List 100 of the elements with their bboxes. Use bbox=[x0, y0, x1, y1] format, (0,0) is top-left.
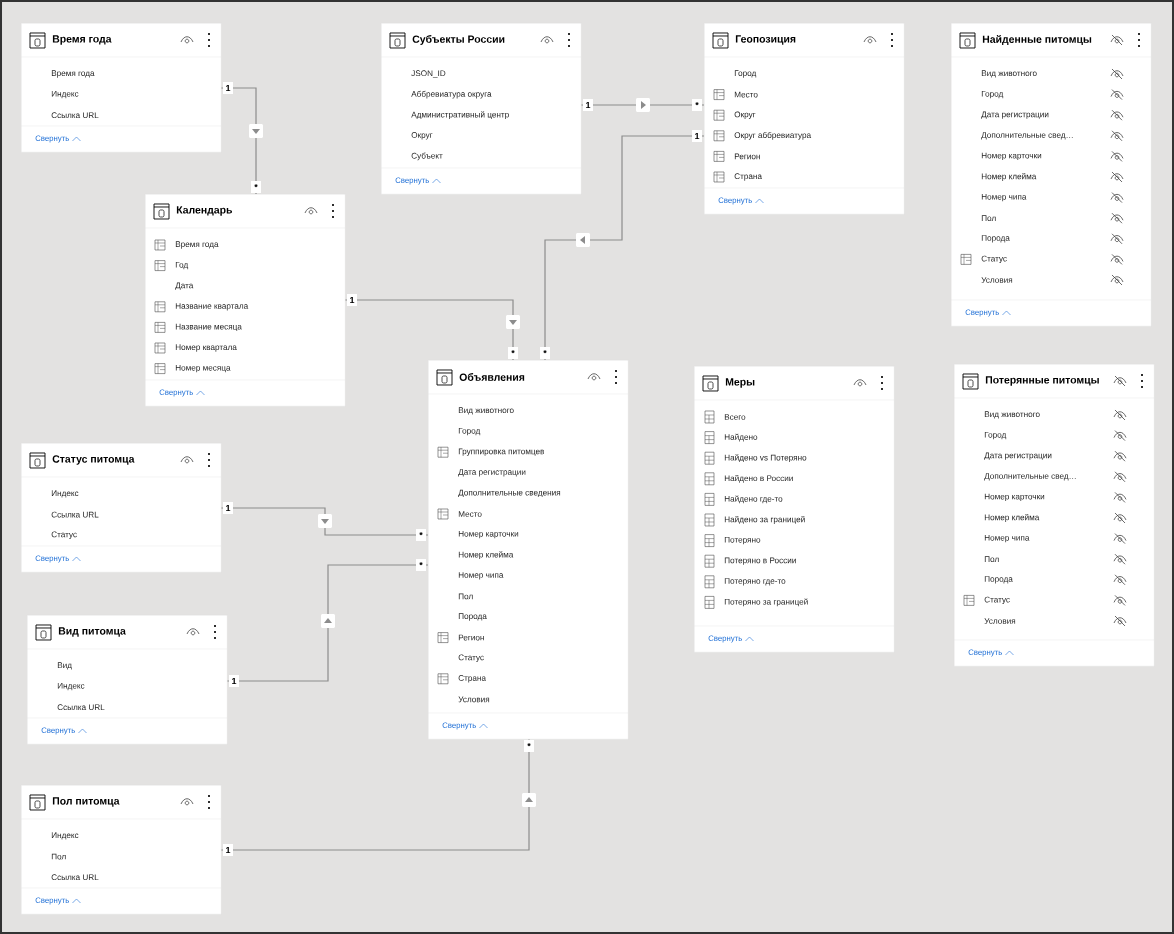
field-name: Условия bbox=[984, 618, 1016, 624]
field-name: Порода bbox=[984, 576, 1013, 584]
field-name: Город bbox=[984, 431, 1007, 440]
table-title: Вид питомца bbox=[58, 627, 126, 637]
field-name: Номер чипа bbox=[984, 534, 1030, 543]
field-name: Дополнительные сведения bbox=[458, 489, 561, 497]
field-name: Порода bbox=[981, 235, 1010, 243]
field-name: Год bbox=[175, 261, 189, 270]
field-name: Дата bbox=[175, 282, 194, 290]
field-name: Дополнительные свед… bbox=[984, 473, 1076, 481]
table-card bbox=[427, 360, 629, 740]
field-name: Найдено где-то bbox=[724, 495, 783, 504]
field-name: Время года bbox=[175, 241, 219, 249]
cardinality-label: 1 bbox=[347, 294, 357, 306]
table-card bbox=[703, 23, 905, 215]
field-name: Вид bbox=[57, 662, 72, 670]
field-name: Город bbox=[981, 90, 1004, 99]
cardinality-label: * bbox=[508, 347, 518, 359]
field-name: Страна bbox=[734, 173, 762, 181]
field-name: Статус bbox=[51, 531, 77, 539]
table-title: Меры bbox=[725, 378, 755, 388]
cardinality-label: * bbox=[540, 347, 550, 359]
table-card bbox=[693, 366, 895, 653]
table-title: Субъекты России bbox=[412, 35, 505, 45]
field-name: Вид животного bbox=[981, 70, 1037, 78]
field-name: Субъект bbox=[411, 152, 443, 161]
field-name: Номер клейма bbox=[984, 514, 1040, 522]
field-name: Номер чипа bbox=[981, 193, 1027, 202]
field-name: Найдено vs Потеряно bbox=[724, 454, 807, 463]
relationship-line bbox=[220, 507, 429, 536]
field-name: Статус bbox=[458, 654, 484, 662]
table-card bbox=[950, 23, 1152, 327]
field-name: Индекс bbox=[51, 490, 79, 498]
table-card bbox=[144, 194, 346, 407]
field-name: Город bbox=[458, 427, 481, 436]
field-name: Номер квартала bbox=[175, 344, 237, 352]
field-name: Индекс bbox=[51, 90, 79, 99]
field-name: Дата регистрации bbox=[984, 452, 1052, 460]
field-name: Порода bbox=[458, 613, 487, 621]
field-name: Номер карточки bbox=[458, 530, 519, 539]
field-name: Потеряно за границей bbox=[724, 598, 808, 607]
field-name: Дата регистрации bbox=[458, 469, 526, 477]
field-name: Ссылка URL bbox=[51, 511, 99, 518]
field-name: Найдено bbox=[724, 433, 758, 442]
relationship-line bbox=[226, 564, 429, 682]
table-title: Потерянные питомцы bbox=[985, 376, 1099, 386]
field-name: Всего bbox=[724, 414, 746, 420]
table-title: Геопозиция bbox=[735, 35, 796, 45]
table-card bbox=[953, 364, 1155, 667]
table-card bbox=[20, 785, 222, 915]
field-name: Ссылка URL bbox=[51, 874, 99, 881]
field-name: Округ bbox=[734, 111, 756, 119]
table-title: Объявления bbox=[459, 373, 525, 381]
field-name: Группировка питомцев bbox=[458, 448, 545, 456]
relationship-line bbox=[220, 87, 263, 195]
cardinality-label: * bbox=[524, 740, 534, 752]
field-name: Административный центр bbox=[411, 111, 509, 120]
field-name: Название квартала bbox=[175, 303, 249, 311]
field-name: Номер чипа bbox=[458, 572, 504, 580]
field-name: Ссылка URL bbox=[51, 112, 99, 119]
cardinality-label: 1 bbox=[229, 675, 239, 687]
field-name: Пол bbox=[984, 556, 999, 563]
field-name: Место bbox=[458, 511, 482, 517]
field-name: Номер клейма bbox=[458, 551, 514, 560]
field-name: Найдено за границей bbox=[724, 516, 805, 524]
field-name: Номер клейма bbox=[981, 173, 1037, 181]
field-name: Потеряно где-то bbox=[724, 578, 786, 586]
cardinality-label: 1 bbox=[692, 130, 702, 142]
cardinality-label: * bbox=[251, 181, 261, 193]
table-card bbox=[380, 23, 582, 195]
field-name: Потеряно в России bbox=[724, 557, 796, 565]
field-name: Название месяца bbox=[175, 323, 242, 331]
field-name: Индекс bbox=[57, 682, 85, 691]
cardinality-label: * bbox=[692, 99, 702, 111]
field-name: Найдено в России bbox=[724, 474, 793, 483]
table-card bbox=[26, 615, 228, 745]
field-name: Город bbox=[734, 70, 757, 78]
table-card bbox=[20, 443, 222, 573]
cardinality-label: 1 bbox=[223, 82, 233, 94]
field-name: Округ bbox=[411, 132, 433, 140]
field-name: Дата регистрации bbox=[981, 111, 1049, 119]
cardinality-label: 1 bbox=[583, 99, 593, 111]
field-name: Ссылка URL bbox=[57, 704, 105, 711]
cardinality-label: 1 bbox=[223, 502, 233, 514]
field-name: Статус bbox=[981, 255, 1007, 264]
field-name: JSON_ID bbox=[411, 70, 446, 78]
field-name: Вид животного bbox=[458, 407, 514, 415]
relationship-line bbox=[544, 135, 705, 361]
field-name: Пол bbox=[981, 215, 996, 222]
cardinality-label: * bbox=[416, 529, 426, 541]
cardinality-label: * bbox=[416, 559, 426, 571]
field-name: Округ аббревиатура bbox=[734, 131, 812, 140]
field-name: Статус bbox=[984, 596, 1010, 605]
field-name: Регион bbox=[734, 153, 760, 160]
relationship-line bbox=[580, 98, 705, 112]
field-name: Вид животного bbox=[984, 411, 1040, 419]
field-name: Номер месяца bbox=[175, 364, 231, 373]
field-name: Условия bbox=[458, 696, 490, 703]
table-card bbox=[20, 23, 222, 153]
table-title: Календарь bbox=[176, 206, 232, 216]
